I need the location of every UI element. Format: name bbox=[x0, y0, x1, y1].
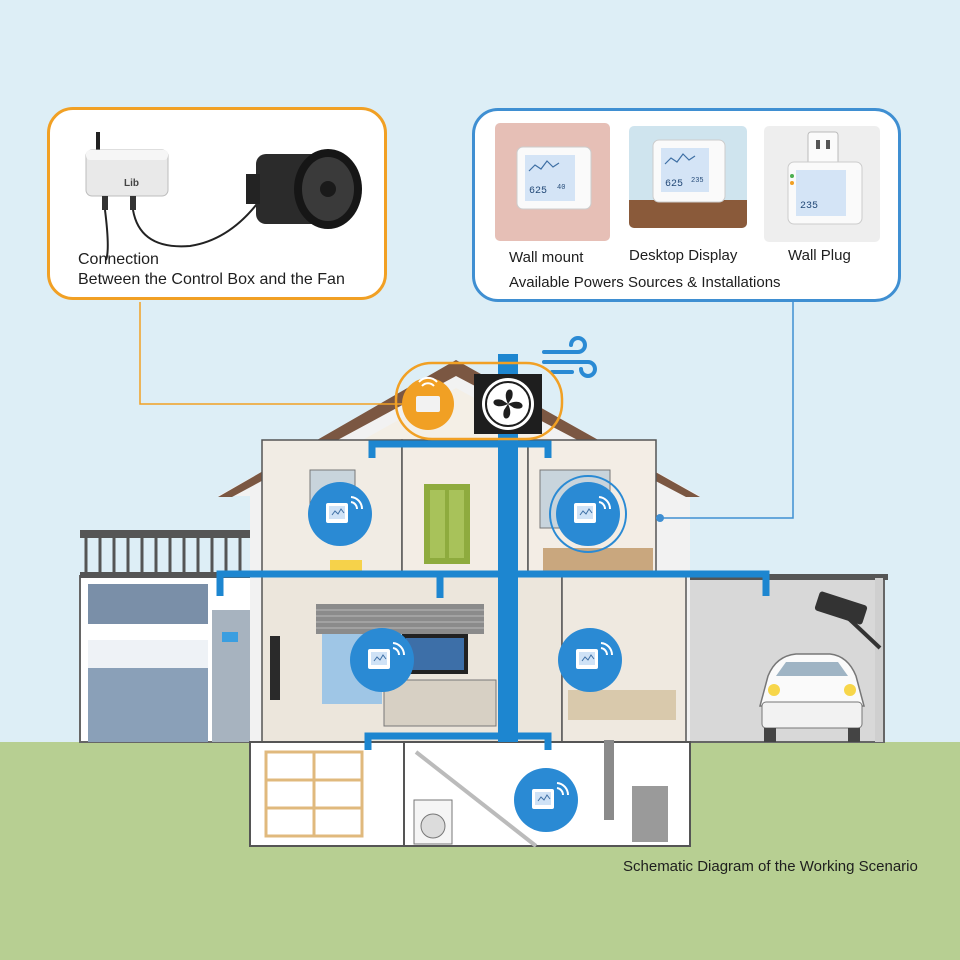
desktop-display-label: Desktop Display bbox=[629, 247, 737, 264]
connection-subtitle: Between the Control Box and the Fan bbox=[78, 271, 345, 289]
svg-text:625: 625 bbox=[529, 186, 547, 197]
svg-text:40: 40 bbox=[557, 184, 565, 192]
diagram-caption: Schematic Diagram of the Working Scenari… bbox=[623, 858, 918, 875]
connection-leader-line bbox=[140, 302, 402, 404]
wall-plug-photo: 235 bbox=[764, 126, 880, 242]
wall-mount-label: Wall mount bbox=[509, 249, 583, 266]
control-box-icon: Lib bbox=[86, 132, 168, 210]
wall-mount-photo: 625 40 bbox=[495, 123, 610, 241]
air-monitor-icon bbox=[350, 628, 414, 692]
svg-text:Lib: Lib bbox=[124, 178, 139, 189]
inline-fan-icon bbox=[246, 149, 362, 229]
installations-panel: 625 40 625 235 235 bbox=[472, 108, 901, 302]
air-monitor-icon bbox=[550, 476, 626, 552]
desktop-display-photo: 625 235 bbox=[629, 126, 747, 228]
svg-text:235: 235 bbox=[800, 201, 818, 212]
connection-panel: Lib Connection Between the Control Box a… bbox=[47, 107, 387, 300]
air-monitor-icon bbox=[514, 768, 578, 832]
air-monitor-icon bbox=[308, 482, 372, 546]
svg-text:235: 235 bbox=[691, 177, 704, 185]
air-monitor-icon bbox=[558, 628, 622, 692]
washing-machine-icon bbox=[414, 800, 452, 844]
air-monitor-icon: 625 235 bbox=[629, 126, 747, 228]
exhaust-fan-icon bbox=[474, 374, 542, 434]
wall-plug-label: Wall Plug bbox=[788, 247, 851, 264]
installations-caption: Available Powers Sources & Installations bbox=[509, 274, 781, 291]
air-monitor-icon: 625 40 bbox=[495, 123, 610, 241]
wind-icon bbox=[544, 338, 595, 376]
connection-title: Connection bbox=[78, 251, 159, 269]
svg-text:625: 625 bbox=[665, 179, 683, 190]
air-monitor-icon: 235 bbox=[764, 126, 880, 242]
